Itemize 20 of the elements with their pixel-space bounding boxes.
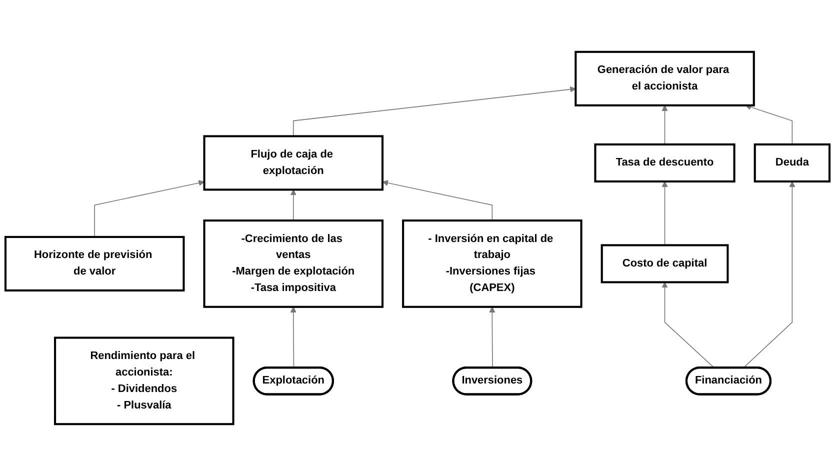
node-box: Horizonte de previsión de valor bbox=[4, 236, 185, 292]
arrow bbox=[745, 104, 793, 145]
node-box: Costo de capital bbox=[600, 244, 729, 284]
arrow bbox=[290, 189, 296, 221]
node-box: -Crecimiento de las ventas -Margen de explotación -Tasa impositiva bbox=[203, 220, 384, 308]
arrow bbox=[662, 282, 715, 368]
arrow bbox=[382, 180, 493, 221]
arrow bbox=[290, 306, 296, 368]
arrow bbox=[662, 105, 668, 145]
arrow bbox=[292, 86, 576, 137]
node-box: Flujo de caja de explotación bbox=[203, 135, 384, 191]
arrow bbox=[742, 181, 796, 368]
node-box: Generación de valor para el accionista bbox=[574, 50, 755, 106]
node-box: Deuda bbox=[754, 143, 831, 182]
arrow bbox=[662, 181, 668, 246]
arrow bbox=[94, 180, 205, 238]
node-box: Rendimiento para el accionista: - Dividendos - Plusvalía bbox=[54, 336, 234, 426]
node-box: Tasa de descuento bbox=[594, 143, 736, 182]
node-box: - Inversión en capital de trabajo -Inversiones fijas (CAPEX) bbox=[402, 220, 582, 308]
arrow bbox=[489, 306, 496, 368]
